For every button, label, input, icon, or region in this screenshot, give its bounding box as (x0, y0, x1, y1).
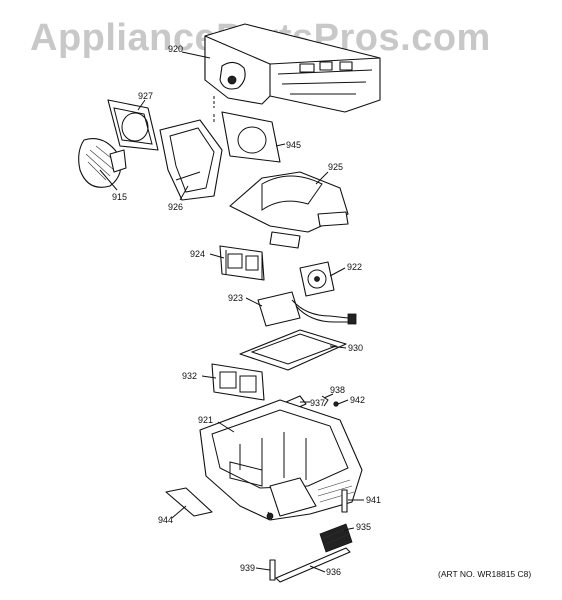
callout-936: 936 (326, 567, 341, 577)
leader-lines (99, 51, 364, 573)
callout-926: 926 (168, 202, 183, 212)
part-936-bar (275, 547, 351, 583)
part-945-gasket (221, 111, 281, 163)
part-927-gasket (107, 99, 159, 151)
callout-920: 920 (168, 44, 183, 54)
part-938-clip (321, 395, 329, 407)
callout-938: 938 (330, 385, 345, 395)
callout-945: 945 (286, 140, 301, 150)
callout-927: 927 (138, 91, 153, 101)
callout-922: 922 (347, 262, 362, 272)
callout-labels: 920 927 945 915 926 925 924 922 923 930 … (112, 44, 381, 577)
callout-932: 932 (182, 371, 197, 381)
callout-923: 923 (228, 293, 243, 303)
part-932-frame (211, 363, 265, 401)
part-939-pin (269, 559, 276, 581)
part-942-screw (333, 401, 339, 407)
callout-939: 939 (240, 563, 255, 573)
callout-915: 915 (112, 192, 127, 202)
part-924-damper (219, 245, 265, 281)
part-925-cover (229, 171, 349, 249)
callout-924: 924 (190, 249, 205, 259)
part-921-housing (199, 399, 363, 521)
callout-944: 944 (158, 515, 173, 525)
callout-942: 942 (350, 395, 365, 405)
callout-930: 930 (348, 343, 363, 353)
callout-941: 941 (366, 495, 381, 505)
part-930-heater (239, 329, 347, 371)
part-944-strip (165, 487, 213, 517)
part-922-fan-motor (299, 261, 335, 297)
callout-935: 935 (356, 522, 371, 532)
part-920-housing (204, 23, 381, 124)
callout-925: 925 (328, 162, 343, 172)
part-915-fan (78, 138, 127, 188)
part-935-filter (319, 523, 353, 553)
art-number: (ART NO. WR18815 C8) (438, 569, 531, 579)
callout-937: 937 (310, 398, 325, 408)
part-923-bracket (257, 291, 357, 327)
callout-921: 921 (198, 415, 213, 425)
part-941-rod (341, 489, 348, 513)
part-926-duct (159, 119, 223, 201)
